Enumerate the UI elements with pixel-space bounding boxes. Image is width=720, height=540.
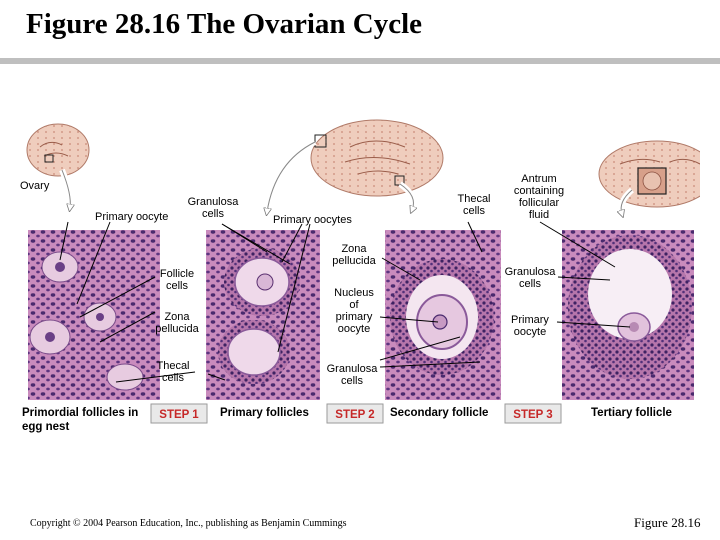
micrograph-primary xyxy=(206,230,320,400)
label-follicle-cells-l2: cells xyxy=(166,280,189,292)
step1-label: STEP 1 xyxy=(159,409,199,421)
micrograph-tertiary xyxy=(562,230,694,400)
label-primary-oocyte-2-l1: Primary xyxy=(511,314,549,326)
label-primary-oocytes: Primary oocytes xyxy=(273,214,352,226)
label-zona-pellucida-1-l2: pellucida xyxy=(155,323,199,335)
label-zona-pellucida-2-l2: pellucida xyxy=(332,255,376,267)
leader-lines xyxy=(59,221,631,383)
label-zona-pellucida-1-l1: Zona xyxy=(164,311,190,323)
label-granulosa-cells-2-l2: cells xyxy=(341,375,364,387)
label-thecal-cells-1-l2: cells xyxy=(463,205,486,217)
figure-number: Figure 28.16 xyxy=(634,515,701,530)
label-thecal-cells-1-l1: Thecal xyxy=(457,193,490,205)
label-antrum-l4: fluid xyxy=(529,209,549,221)
stage-primordial-l1: Primordial follicles in xyxy=(22,407,138,419)
connector-arrows xyxy=(59,139,635,214)
label-zona-pellucida-2-l1: Zona xyxy=(341,243,367,255)
step2-label: STEP 2 xyxy=(335,409,374,421)
ovary-sketch-2 xyxy=(310,119,444,197)
label-antrum-l2: containing xyxy=(514,185,564,197)
title-rule xyxy=(0,58,720,64)
label-nucleus-l4: oocyte xyxy=(338,323,370,335)
step2-badge: STEP 2 xyxy=(326,403,384,424)
label-granulosa-cells-1-l1: Granulosa xyxy=(188,196,240,208)
label-granulosa-cells-1-l2: cells xyxy=(202,208,225,220)
stage-primordial-l2: egg nest xyxy=(22,421,69,433)
stage-secondary: Secondary follicle xyxy=(390,407,488,419)
micrograph-primordial xyxy=(28,230,160,400)
step1-badge: STEP 1 xyxy=(150,403,208,424)
step3-badge: STEP 3 xyxy=(504,403,562,424)
label-granulosa-cells-3-l2: cells xyxy=(519,278,542,290)
label-thecal-cells-2-l2: cells xyxy=(162,372,185,384)
label-antrum-l3: follicular xyxy=(519,197,560,209)
label-nucleus-l2: of xyxy=(349,299,359,311)
label-ovary: Ovary xyxy=(20,180,50,192)
label-primary-oocyte-1: Primary oocyte xyxy=(95,211,168,223)
label-granulosa-cells-2-l1: Granulosa xyxy=(327,363,379,375)
step3-label: STEP 3 xyxy=(513,409,552,421)
slide-title: Figure 28.16 The Ovarian Cycle xyxy=(26,8,423,40)
label-primary-oocyte-2-l2: oocyte xyxy=(514,326,546,338)
label-thecal-cells-2-l1: Thecal xyxy=(156,360,189,372)
label-follicle-cells-l1: Follicle xyxy=(160,268,194,280)
label-antrum-l1: Antrum xyxy=(521,173,556,185)
label-granulosa-cells-3-l1: Granulosa xyxy=(505,266,557,278)
label-nucleus-l3: primary xyxy=(336,311,373,323)
ovary-sketch-3 xyxy=(598,140,700,208)
stage-tertiary: Tertiary follicle xyxy=(591,407,672,419)
label-nucleus-l1: Nucleus xyxy=(334,287,374,299)
copyright-notice: Copyright © 2004 Pearson Education, Inc.… xyxy=(30,518,347,529)
stage-row: Primordial follicles in egg nest STEP 1 P… xyxy=(22,403,672,433)
stage-primary: Primary follicles xyxy=(220,407,309,419)
micrograph-secondary xyxy=(385,230,501,400)
ovary-sketch-1 xyxy=(26,123,90,177)
